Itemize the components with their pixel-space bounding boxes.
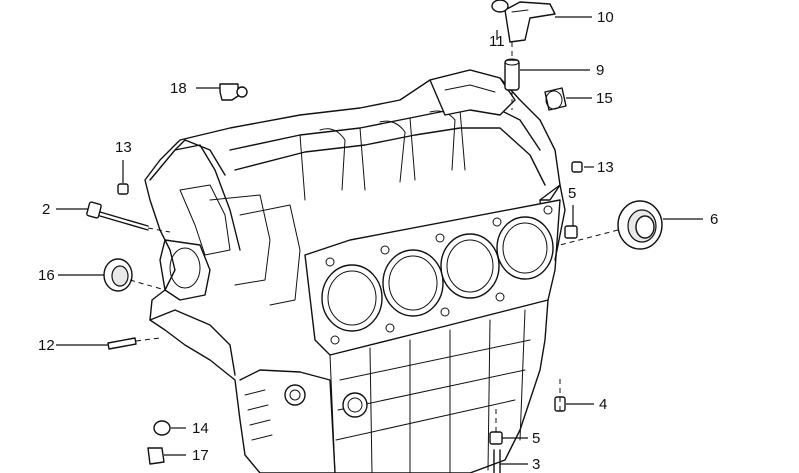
part-14-plug [153, 420, 171, 436]
callout-4: 4 [599, 396, 608, 413]
engine-block [144, 69, 566, 473]
callout-13-right: 13 [597, 159, 614, 176]
callout-14: 14 [192, 420, 209, 437]
leader-lines [56, 16, 703, 465]
callout-11: 11 [489, 33, 505, 50]
part-6-seal-ring [617, 200, 663, 250]
cylinder-bore-1 [321, 264, 383, 332]
callout-3: 3 [532, 456, 541, 473]
callout-9: 9 [596, 62, 605, 79]
part-15-sleeve [544, 87, 567, 111]
part-5-dowel-upper [564, 225, 578, 239]
part-10-elbow-pipe [491, 0, 556, 43]
cylinder-bore-2 [382, 249, 444, 317]
callout-15: 15 [596, 90, 613, 107]
callout-10: 10 [597, 9, 614, 26]
cylinder-bore-4 [496, 216, 554, 280]
part-13-plug-left [117, 183, 129, 195]
callout-5-lower: 5 [532, 430, 541, 447]
part-12-dowel-pin [107, 337, 137, 350]
part-2-bolt [86, 201, 149, 231]
part-18-fitting [219, 83, 248, 101]
part-13-plug-right [571, 161, 583, 173]
callout-18: 18 [170, 80, 187, 97]
part-3-stud [493, 449, 501, 473]
callout-17: 17 [192, 447, 209, 464]
part-5-dowel-lower [489, 431, 503, 445]
cylinder-bore-3 [440, 233, 500, 299]
callout-2: 2 [42, 201, 51, 218]
part-17-plug [147, 447, 165, 465]
callout-12: 12 [38, 337, 55, 354]
part-9-tube [504, 58, 520, 91]
callout-5-upper: 5 [568, 185, 577, 202]
part-16-seal [103, 258, 133, 292]
callout-16: 16 [38, 267, 55, 284]
callout-13-left: 13 [115, 139, 132, 156]
callout-6: 6 [710, 211, 719, 228]
